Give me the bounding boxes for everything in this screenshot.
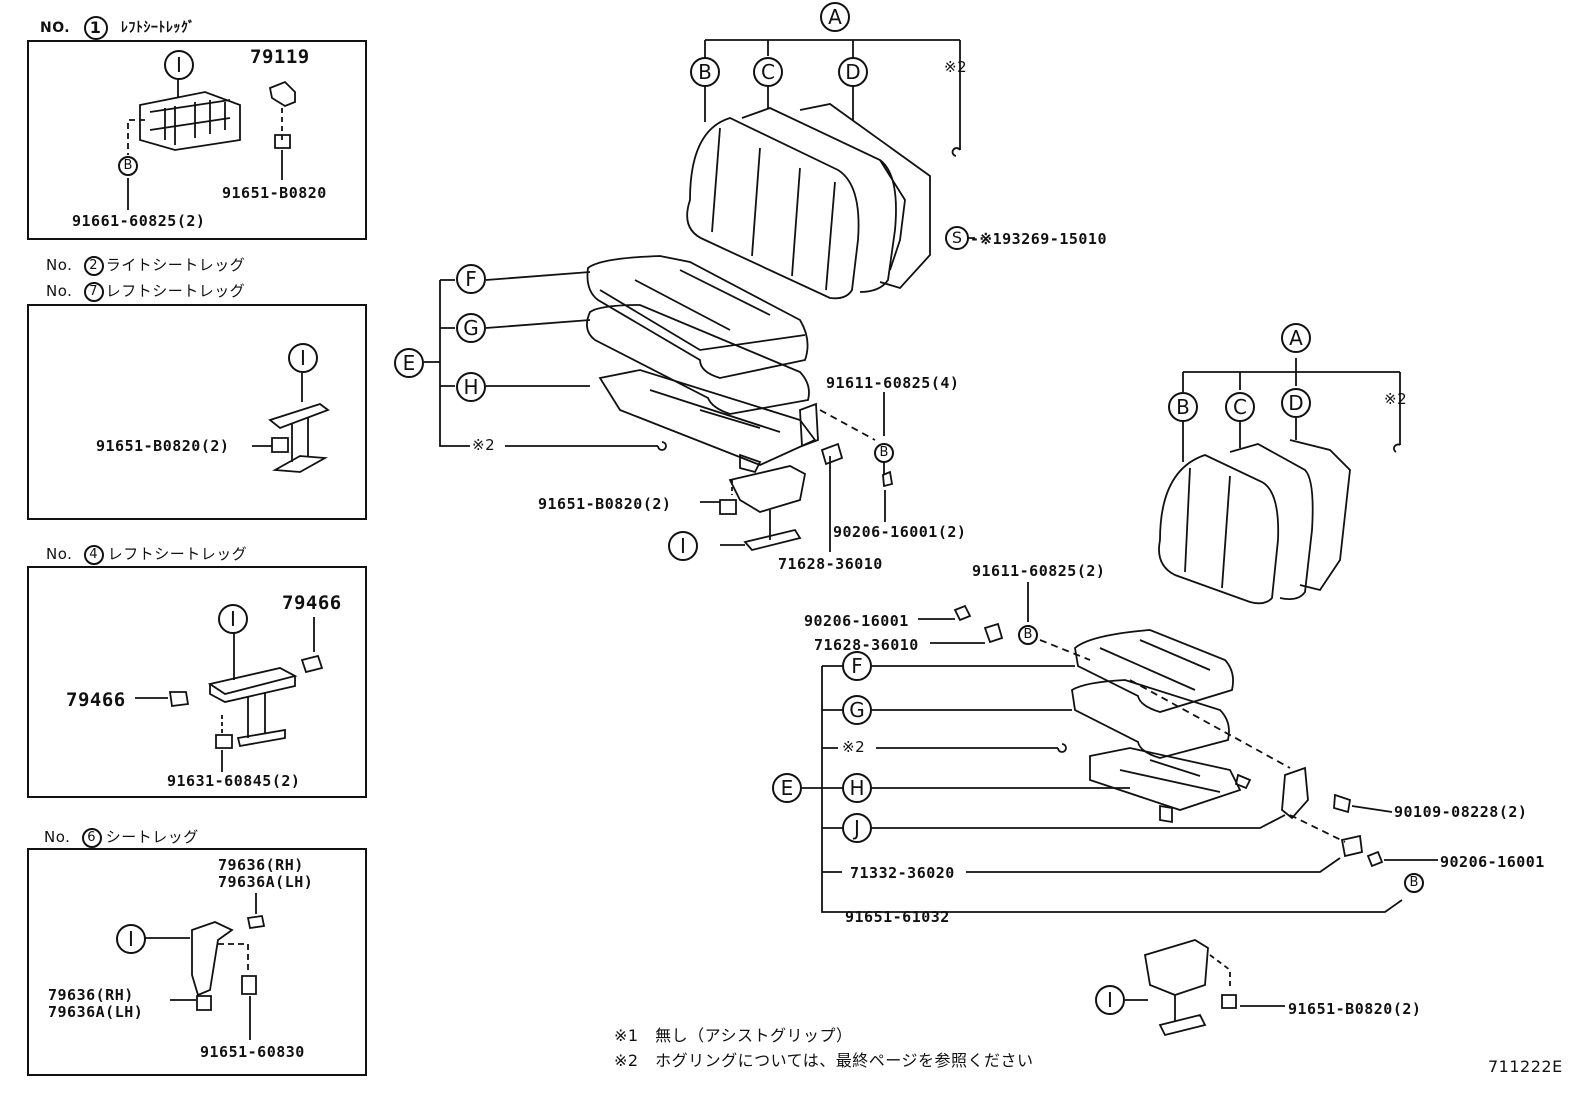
lower-part-bolt-90109: 90109-08228(2) [1394, 803, 1528, 821]
upper-note-ref-2: ※2 [944, 58, 968, 76]
box3-title: レフトシートレッグ [107, 545, 248, 563]
diagram-id: 711222E [1488, 1057, 1563, 1076]
box3-ref-i: I [218, 604, 248, 634]
upper-ref-g: G [456, 313, 486, 343]
upper-cushion-drawing [586, 255, 894, 488]
box1-number-badge: 1 [83, 16, 108, 40]
box2-number-badge-a: 2 [83, 255, 104, 276]
upper-ref-i: I [668, 531, 698, 561]
lower-ref-c: C [1225, 392, 1255, 422]
upper-ref-e: E [394, 348, 424, 378]
lower-cushion-drawing [953, 604, 1384, 868]
box1-no-label: NO. [40, 20, 71, 36]
box3-number-badge: 4 [83, 544, 104, 565]
lower-part-91651: 91651-61032 [845, 908, 950, 926]
upper-leg-drawing [700, 465, 807, 552]
box1-part-nut: 91661-60825(2) [72, 212, 206, 230]
box1-ref-i: I [164, 50, 194, 80]
box1-bracket-drawing [127, 75, 296, 210]
lower-ref-a: A [1281, 323, 1311, 353]
box1-frame [27, 40, 367, 240]
box1-header: NO. 1 ﾚﾌﾄｼｰﾄﾚｯｸﾞ [40, 16, 195, 40]
upper-ref-h: H [456, 372, 486, 402]
upper-part-bolt-4: 91611-60825(4) [826, 374, 960, 392]
box3-part-79466-right: 79466 [282, 592, 342, 614]
box3-part-79466-left: 79466 [66, 689, 126, 711]
lower-part-bushing: 71628-36010 [814, 636, 919, 654]
upper-ref-s: S [945, 226, 969, 250]
upper-ref-f: F [456, 264, 486, 294]
lower-leg-drawing [1125, 939, 1285, 1037]
lower-part-leg-bolt: 91651-B0820(2) [1288, 1000, 1422, 1018]
lower-ref-b3: B [1404, 873, 1424, 893]
box2-frame [27, 304, 367, 520]
lower-ref-b: B [1168, 392, 1198, 422]
box4-leg-drawing [145, 893, 266, 1040]
lower-part-71332: 71332-36020 [850, 864, 955, 882]
upper-ref-a: A [820, 2, 850, 32]
box4-frame [27, 848, 367, 1076]
lower-ref-h: H [842, 773, 872, 803]
lower-ref-e: E [772, 773, 802, 803]
upper-part-bushing: 71628-36010 [778, 555, 883, 573]
box4-part-a-rh: 79636(RH) [218, 856, 304, 874]
lower-e-bracket-lines [802, 582, 1438, 913]
lower-ref-b2: B [1018, 625, 1038, 645]
footnote-2: ※2 ホグリングについては、最終ページを参照ください [614, 1051, 1034, 1070]
box2-title-a: ライトシートレッグ [105, 256, 246, 274]
box3-frame [27, 566, 367, 798]
box1-title: ﾚﾌﾄｼｰﾄﾚｯｸﾞ [120, 20, 196, 36]
lower-part-washer: 90206-16001 [804, 612, 909, 630]
lower-ref-f: F [842, 651, 872, 681]
box1-part-bolt: 91651-B0820 [222, 184, 327, 202]
lower-part-bolt-2: 91611-60825(2) [972, 562, 1106, 580]
upper-note-ref-2b: ※2 [472, 436, 496, 454]
upper-part-grip: -※193269-15010 [970, 230, 1107, 248]
upper-part-washer-2: 90206-16001(2) [833, 523, 967, 541]
box4-ref-i: I [116, 924, 146, 954]
box3-leg-drawing [135, 617, 324, 772]
box4-part-b-lh: 79636A(LH) [48, 1003, 144, 1021]
lower-ref-d: D [1281, 388, 1311, 418]
lower-note-ref-2: ※2 [1384, 390, 1408, 408]
footnote-1: ※1 無し（アシストグリップ） [614, 1026, 853, 1045]
box3-part-bolt: 91631-60845(2) [167, 772, 301, 790]
box2-ref-i: I [288, 343, 318, 373]
upper-ref-b2: B [874, 443, 894, 463]
box4-part-bolt: 91651-60830 [200, 1043, 305, 1061]
box4-part-b-rh: 79636(RH) [48, 986, 134, 1004]
lower-ref-j: J [842, 813, 872, 843]
box2-number-badge-b: 7 [83, 281, 104, 302]
lower-ref-g: G [842, 695, 872, 725]
upper-backrest-drawing [686, 39, 961, 300]
box1-part-79119: 79119 [250, 46, 310, 68]
box4-number-badge: 6 [81, 827, 102, 848]
upper-ref-c: C [753, 57, 783, 87]
upper-ref-d: D [838, 57, 868, 87]
lower-note-ref-2b: ※2 [842, 738, 866, 756]
upper-part-bolt-2: 91651-B0820(2) [538, 495, 672, 513]
upper-ref-b: B [690, 57, 720, 87]
box2-part-bolt: 91651-B0820(2) [96, 437, 230, 455]
box2-title-b: レフトシートレッグ [105, 282, 246, 300]
box4-title: シートレッグ [105, 828, 199, 846]
lower-ref-i: I [1095, 985, 1125, 1015]
box2-leg-drawing [252, 373, 330, 473]
box4-part-a-lh: 79636A(LH) [218, 873, 314, 891]
box1-ref-b: B [118, 156, 138, 176]
lower-backrest-drawing [1158, 358, 1401, 605]
lower-part-washer-2: 90206-16001 [1440, 853, 1545, 871]
